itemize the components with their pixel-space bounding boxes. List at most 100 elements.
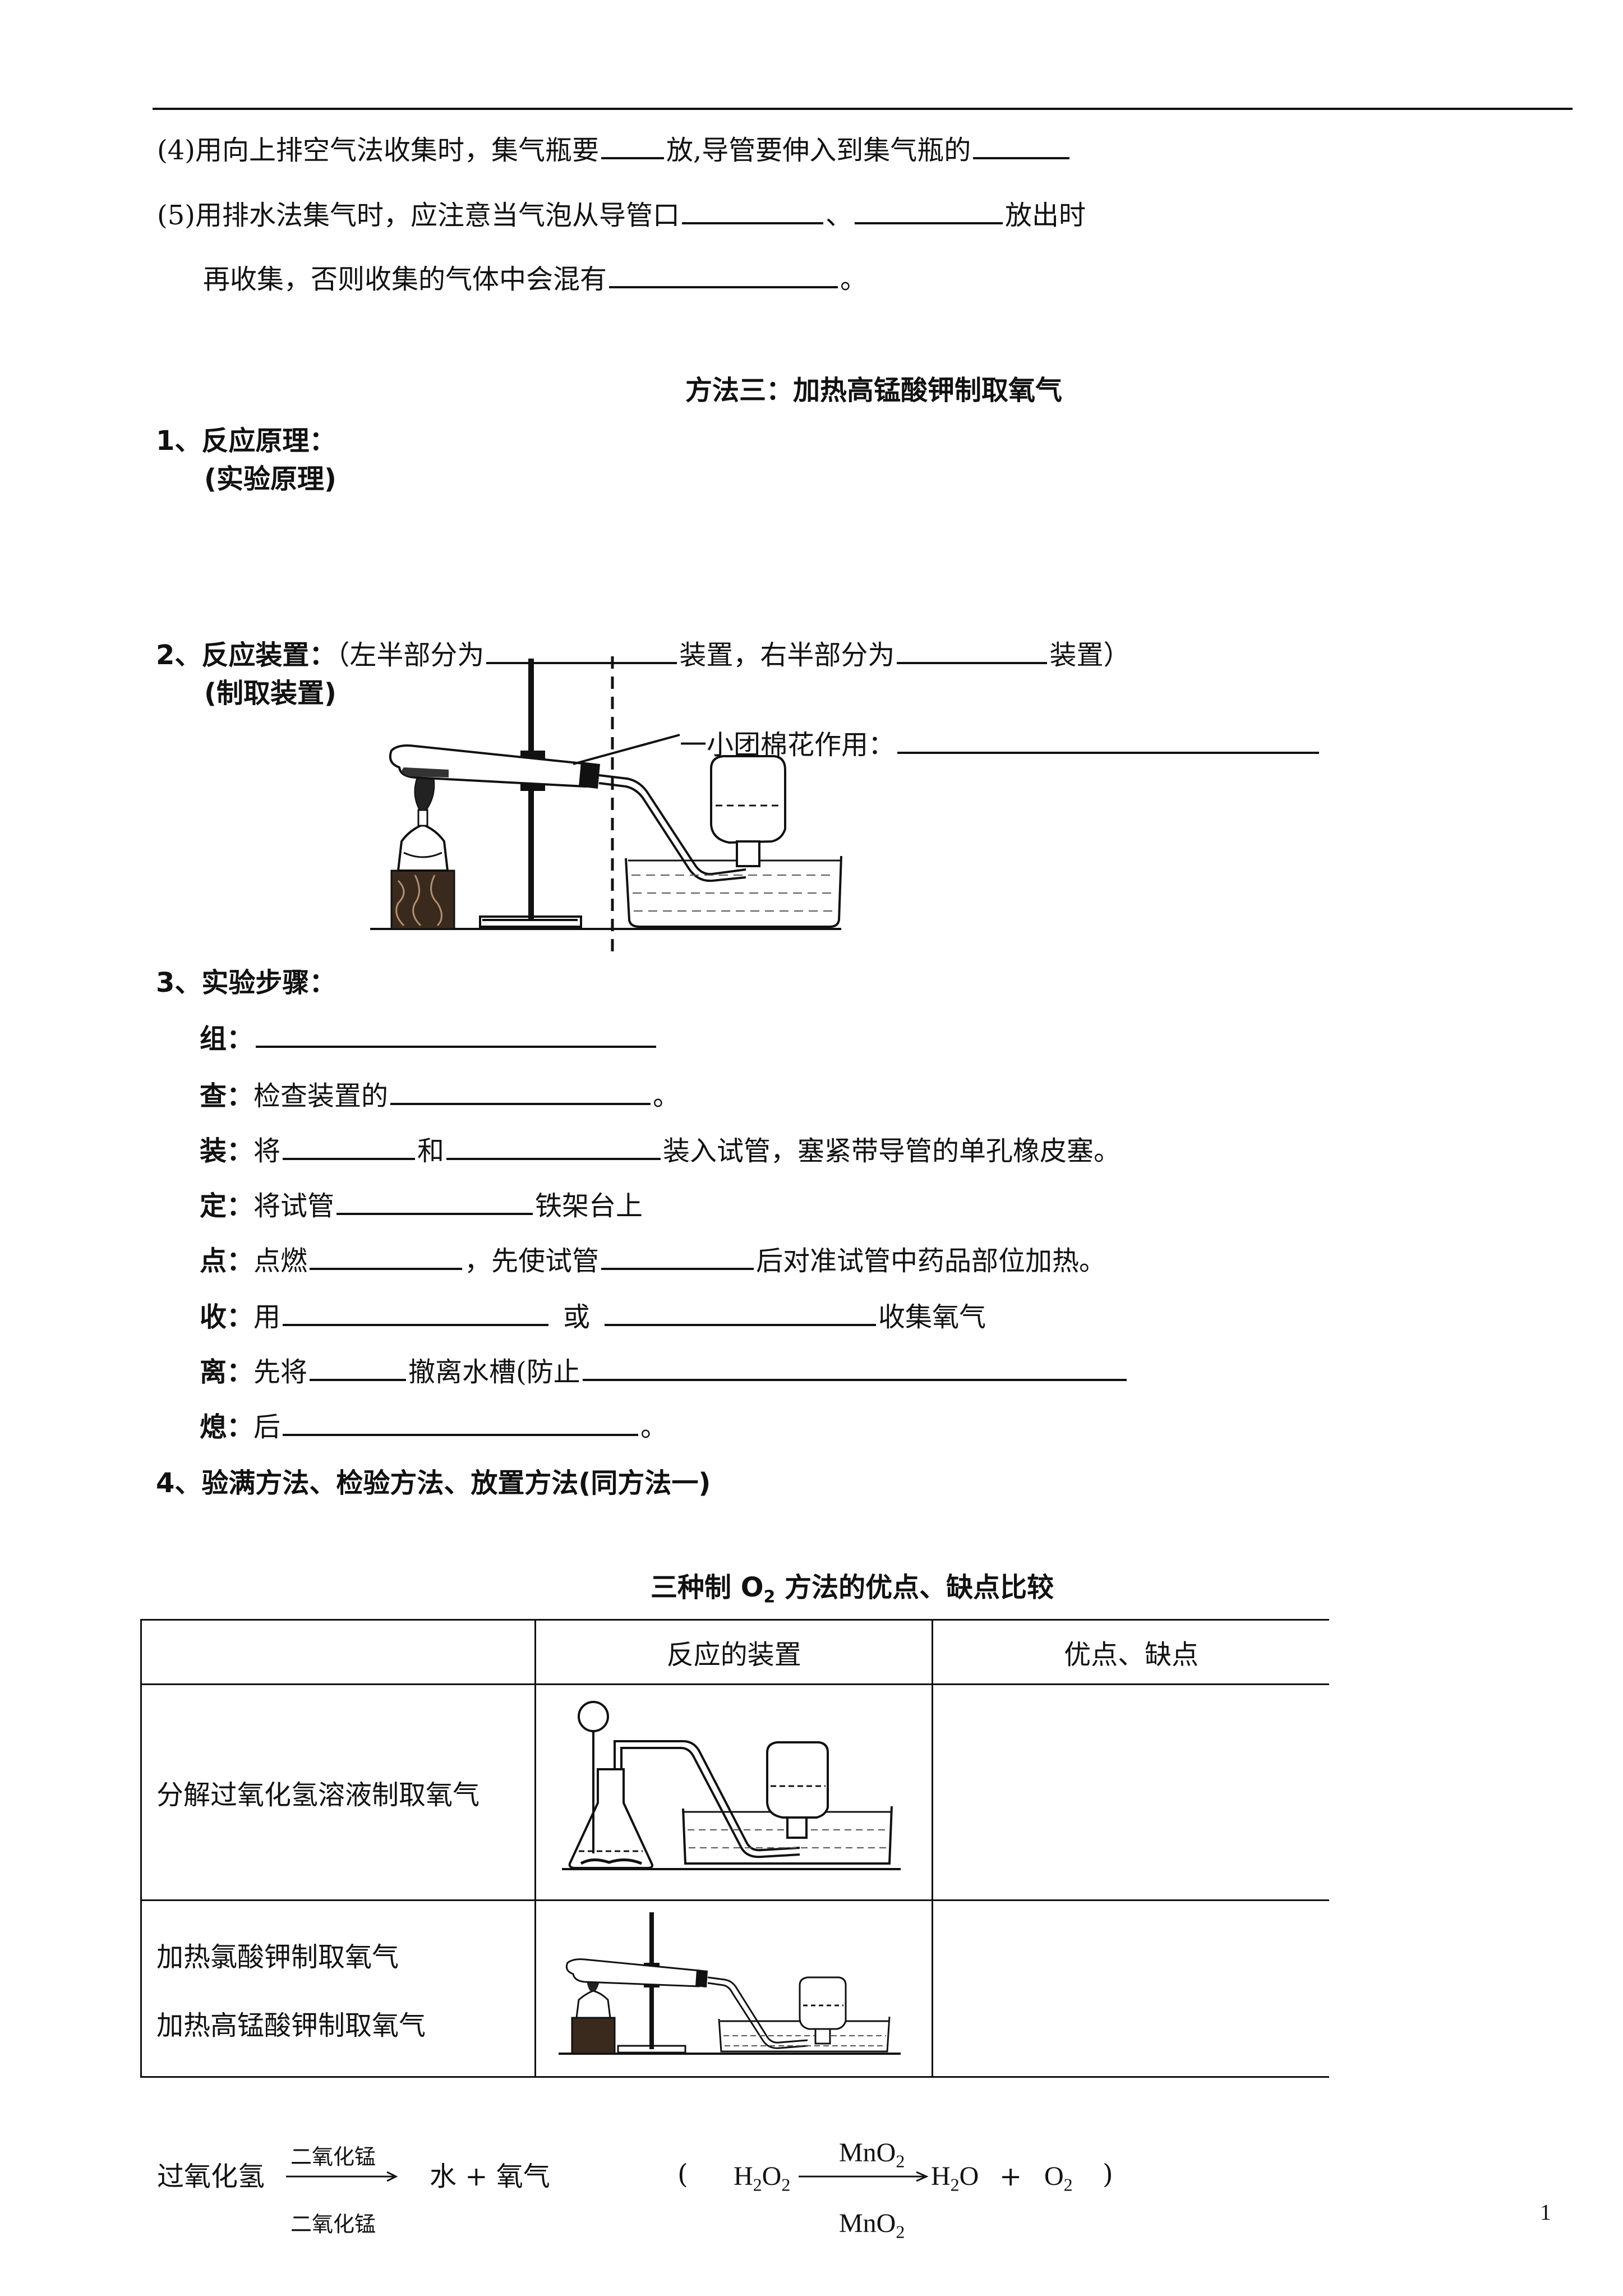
row1-device-cell — [534, 1683, 934, 1901]
chem-equation-close: ) — [1103, 2159, 1113, 2190]
chem-equation-h2o: H2O — [931, 2160, 979, 2202]
q5-text-a: (5)用排水法集气时，应注意当气泡从导管口 — [157, 200, 680, 231]
q4-text-b: 放,导管要伸入到集气瓶的 — [666, 135, 971, 166]
q5-text-b: 、 — [826, 200, 853, 231]
header-cell-pros: 优点、缺点 — [932, 1619, 1329, 1685]
word-equation-catalyst-bottom: 二氧化锰 — [291, 2212, 376, 2237]
step-cha: 查：检查装置的 。 — [200, 1078, 680, 1113]
step-zhuang-blank-1[interactable] — [283, 1133, 416, 1160]
h2o-h: H — [931, 2161, 951, 2191]
step-li-key: 离： — [200, 1356, 254, 1388]
step-zhuang-key: 装： — [200, 1135, 254, 1167]
step-xi-blank[interactable] — [283, 1409, 639, 1436]
q5-blank-2[interactable] — [855, 197, 1003, 224]
step-zhuang-text-2: 和 — [417, 1135, 445, 1167]
step-xi-text-2: 。 — [640, 1411, 668, 1443]
step-li-blank-1[interactable] — [310, 1354, 407, 1381]
step-shou-blank-2[interactable] — [605, 1299, 877, 1326]
step-dian-blank-2[interactable] — [601, 1243, 754, 1270]
step-xi-text-1: 后 — [253, 1411, 281, 1443]
step-li-text-2: 撤离水槽(防止 — [408, 1356, 580, 1388]
word-equation-products: 水 + 氧气 — [430, 2161, 550, 2192]
step-ding-key: 定： — [200, 1190, 254, 1222]
comparison-table: 反应的装置 优点、缺点 分解过氧化氢溶液制取氧气 — [140, 1619, 1329, 2078]
step-zhuang-blank-2[interactable] — [446, 1133, 661, 1160]
header-cell-empty — [140, 1619, 537, 1685]
q5-blank-1[interactable] — [682, 197, 823, 224]
method3-title: 方法三：加热高锰酸钾制取氧气 — [685, 375, 1063, 406]
step-li: 离：先将 撤离水槽(防止 — [200, 1354, 1129, 1389]
step-xi-key: 熄： — [200, 1411, 254, 1443]
step-cha-end: 。 — [653, 1080, 680, 1112]
step-shou-text-3: 收集氧气 — [878, 1301, 986, 1333]
heating-apparatus-diagram — [559, 1912, 901, 2055]
step-xi: 熄：后 。 — [200, 1409, 667, 1444]
q4-blank-2[interactable] — [973, 132, 1070, 159]
step-zu: 组： — [200, 1021, 658, 1056]
q5-blank-3[interactable] — [609, 261, 838, 288]
step-dian-text-3: 后对准试管中药品部位加热。 — [756, 1245, 1106, 1277]
section-2-text-a: （左半部分为 — [336, 639, 485, 671]
cotton-blank[interactable] — [897, 727, 1320, 754]
mno2-bottom: MnO — [839, 2208, 896, 2238]
header-cell-device: 反应的装置 — [534, 1619, 934, 1685]
step-ding-blank[interactable] — [336, 1188, 533, 1215]
chem-equation-h2o2: H2O2 — [734, 2160, 790, 2202]
step-shou: 收：用 或 收集氧气 — [200, 1299, 986, 1334]
q5-text-c: 放出时 — [1005, 200, 1086, 231]
step-cha-key: 查： — [200, 1080, 254, 1112]
q5-text-e: 。 — [840, 264, 868, 295]
page-number: 1 — [1540, 2200, 1551, 2225]
step-zhuang: 装：将 和 装入试管，塞紧带导管的单孔橡皮塞。 — [200, 1133, 1121, 1168]
h2o2-o: O — [762, 2161, 782, 2191]
step-shou-key: 收： — [200, 1301, 254, 1333]
section-4-heading: 4、验满方法、检验方法、放置方法(同方法一) — [156, 1467, 711, 1499]
row2-device-cell — [534, 1899, 934, 2078]
step-dian-blank-1[interactable] — [310, 1243, 463, 1270]
section-1-sub: (实验原理) — [204, 463, 336, 495]
row1-method: 分解过氧化氢溶液制取氧气 — [140, 1683, 537, 1901]
h2o2-h: H — [734, 2161, 753, 2191]
q4-blank-1[interactable] — [601, 132, 664, 159]
step-dian-text-2: ，先使试管 — [464, 1245, 600, 1277]
section-2-heading: 2、反应装置：（左半部分为装置，右半部分为装置） — [156, 637, 1130, 672]
row2-pros-cell — [932, 1899, 1329, 2078]
row2-method-b: 加热高锰酸钾制取氧气 — [156, 2010, 426, 2041]
step-shou-text-2: 或 — [563, 1301, 591, 1333]
h2o2-apparatus-diagram — [562, 1701, 901, 1870]
question-5: (5)用排水法集气时，应注意当气泡从导管口 、 放出时 — [157, 197, 1086, 232]
step-ding: 定：将试管铁架台上 — [200, 1188, 643, 1223]
row2-method: 加热氯酸钾制取氧气 加热高锰酸钾制取氧气 — [140, 1899, 537, 2078]
step-cha-text: 检查装置的 — [253, 1080, 389, 1112]
word-equation-catalyst-top: 二氧化锰 — [291, 2145, 376, 2169]
word-equation-arrow — [286, 2171, 398, 2182]
question-4: (4)用向上排空气法收集时，集气瓶要 放,导管要伸入到集气瓶的 — [157, 132, 1072, 167]
h2o2-sub-1: 2 — [753, 2174, 762, 2195]
step-shou-text-1: 用 — [253, 1301, 281, 1333]
step-li-blank-2[interactable] — [582, 1354, 1127, 1381]
table-row: 分解过氧化氢溶液制取氧气 — [140, 1683, 1329, 1901]
s2-blank-2[interactable] — [897, 637, 1048, 664]
o2-o: O — [1044, 2161, 1064, 2191]
question-5-continued: 再收集，否则收集的气体中会混有。 — [203, 261, 867, 296]
cotton-question: 一小团棉花作用： — [680, 727, 1321, 762]
step-shou-blank-1[interactable] — [283, 1299, 549, 1326]
step-li-text-1: 先将 — [253, 1356, 308, 1388]
comparison-title: 三种制 O2 方法的优点、缺点比较 — [651, 1571, 1054, 1614]
step-cha-blank[interactable] — [390, 1078, 651, 1105]
h2o2-sub-2: 2 — [781, 2174, 791, 2195]
mno2-top-sub: 2 — [896, 2151, 905, 2171]
step-zhuang-text-3: 装入试管，塞紧带导管的单孔橡皮塞。 — [663, 1135, 1121, 1167]
step-zu-blank[interactable] — [256, 1021, 657, 1048]
comparison-title-sub: 2 — [763, 1587, 776, 1607]
s2-blank-1[interactable] — [486, 637, 677, 664]
comparison-title-b: 方法的优点、缺点比较 — [775, 1572, 1054, 1603]
chem-catalyst-top: MnO2 — [839, 2136, 905, 2178]
q4-text-a: (4)用向上排空气法收集时，集气瓶要 — [157, 135, 599, 166]
chem-equation-open: ( — [677, 2159, 688, 2190]
mno2-bottom-sub: 2 — [896, 2221, 905, 2242]
table-row: 加热氯酸钾制取氧气 加热高锰酸钾制取氧气 — [140, 1899, 1329, 2078]
step-dian-key: 点： — [200, 1245, 254, 1277]
step-zhuang-text-1: 将 — [253, 1135, 281, 1167]
section-1-heading: 1、反应原理： — [156, 425, 336, 457]
